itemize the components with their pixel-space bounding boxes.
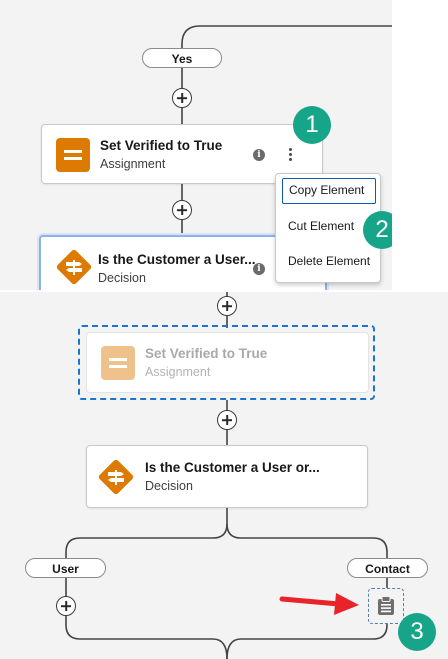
info-icon[interactable]: i bbox=[253, 263, 265, 275]
assignment-element-card[interactable]: Set Verified to True Assignment i bbox=[41, 124, 323, 184]
add-element-button[interactable] bbox=[217, 296, 237, 316]
assignment-icon bbox=[56, 138, 90, 172]
step-callout-2: 2 bbox=[363, 211, 392, 249]
flow-canvas-top: Yes Set Verified to True Assignment i Is… bbox=[0, 0, 392, 290]
element-type: Decision bbox=[145, 479, 193, 493]
element-type: Assignment bbox=[145, 365, 211, 379]
decision-icon bbox=[97, 458, 135, 496]
copy-element-menu-item[interactable]: Copy Element bbox=[282, 178, 376, 204]
paste-here-button[interactable] bbox=[368, 588, 404, 624]
element-type: Decision bbox=[98, 271, 146, 285]
add-element-button[interactable] bbox=[217, 410, 237, 430]
clipboard-icon bbox=[378, 596, 394, 615]
add-element-button[interactable] bbox=[56, 596, 76, 616]
add-element-button[interactable] bbox=[172, 88, 192, 108]
cut-assignment-element-card[interactable]: Set Verified to True Assignment bbox=[86, 332, 369, 393]
info-icon[interactable]: i bbox=[253, 149, 265, 161]
branch-label-contact[interactable]: Contact bbox=[347, 558, 428, 578]
step-callout-1: 1 bbox=[293, 106, 331, 144]
add-element-button[interactable] bbox=[172, 200, 192, 220]
element-title: Is the Customer a User... bbox=[98, 252, 256, 267]
assignment-icon bbox=[101, 346, 135, 380]
more-actions-icon[interactable] bbox=[285, 147, 297, 163]
element-type: Assignment bbox=[100, 157, 166, 171]
branch-label-yes[interactable]: Yes bbox=[142, 48, 222, 68]
delete-element-menu-item[interactable]: Delete Element bbox=[288, 254, 371, 268]
element-title: Set Verified to True bbox=[100, 138, 223, 153]
element-title: Is the Customer a User or... bbox=[145, 460, 320, 475]
decision-element-card[interactable]: Is the Customer a User or... Decision bbox=[86, 445, 368, 508]
flow-canvas-bottom: Set Verified to True Assignment Is the C… bbox=[0, 292, 448, 659]
branch-label-user[interactable]: User bbox=[25, 558, 106, 578]
cut-element-menu-item[interactable]: Cut Element bbox=[288, 219, 355, 233]
decision-icon bbox=[55, 248, 93, 286]
red-arrow-icon bbox=[279, 593, 359, 615]
step-callout-3: 3 bbox=[398, 613, 436, 651]
cut-element-outline bbox=[78, 325, 375, 400]
element-title: Set Verified to True bbox=[145, 346, 268, 361]
